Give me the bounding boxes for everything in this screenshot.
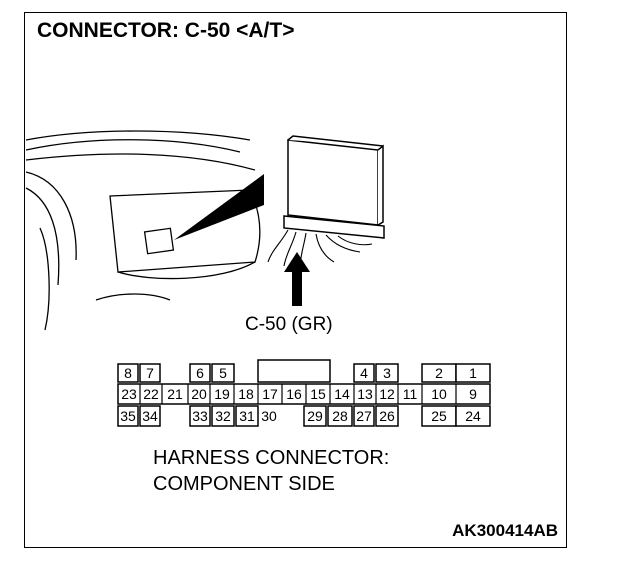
- caption-line-2: COMPONENT SIDE: [153, 473, 335, 495]
- pin-29: 29: [307, 408, 323, 424]
- pin-19: 19: [214, 386, 230, 402]
- pin-9: 9: [469, 386, 477, 402]
- pin-22: 22: [143, 386, 159, 402]
- pin-20: 20: [191, 386, 207, 402]
- connector-label: C-50 (GR): [245, 314, 333, 335]
- pin-31: 31: [239, 408, 255, 424]
- figure-code: AK300414AB: [452, 521, 558, 540]
- pin-25: 25: [431, 408, 447, 424]
- pin-3: 3: [383, 365, 391, 381]
- pointer-arrow: [284, 252, 310, 306]
- pin-34: 34: [142, 408, 158, 424]
- pin-7: 7: [146, 365, 154, 381]
- pin-8: 8: [124, 365, 132, 381]
- pin-5: 5: [219, 365, 227, 381]
- dashboard-illustration: [25, 130, 261, 331]
- pin-15: 15: [310, 386, 326, 402]
- pin-18: 18: [238, 386, 254, 402]
- pin-30: 30: [261, 408, 277, 424]
- pin-27: 27: [356, 408, 372, 424]
- pin-numbers: 8 7 6 5 4 3 2 1 23 22 21 20 19 18 17 16 …: [120, 365, 481, 424]
- pin-10: 10: [431, 386, 447, 402]
- pin-1: 1: [469, 365, 477, 381]
- pin-24: 24: [465, 408, 481, 424]
- pin-21: 21: [167, 386, 183, 402]
- wire-harness: [267, 229, 373, 269]
- pin-33: 33: [192, 408, 208, 424]
- harness-connector-face: [117, 359, 491, 427]
- pin-17: 17: [262, 386, 278, 402]
- pin-6: 6: [196, 365, 204, 381]
- control-unit-module: [283, 135, 385, 239]
- pin-32: 32: [215, 408, 231, 424]
- dash-connector-marker: [143, 227, 175, 255]
- pin-4: 4: [360, 365, 368, 381]
- pin-26: 26: [379, 408, 395, 424]
- pin-11: 11: [403, 386, 418, 402]
- pin-12: 12: [379, 386, 395, 402]
- pin-35: 35: [120, 408, 136, 424]
- diagram-title: CONNECTOR: C-50 <A/T>: [37, 19, 295, 42]
- pin-2: 2: [435, 365, 443, 381]
- pin-14: 14: [334, 386, 350, 402]
- pin-13: 13: [357, 386, 373, 402]
- pin-16: 16: [286, 386, 302, 402]
- pin-28: 28: [332, 408, 348, 424]
- callout-wedge: [174, 174, 264, 240]
- caption-line-1: HARNESS CONNECTOR:: [153, 447, 389, 469]
- diagram-frame: CONNECTOR: C-50 <A/T> AK300414AB: [24, 12, 567, 548]
- pin-23: 23: [121, 386, 137, 402]
